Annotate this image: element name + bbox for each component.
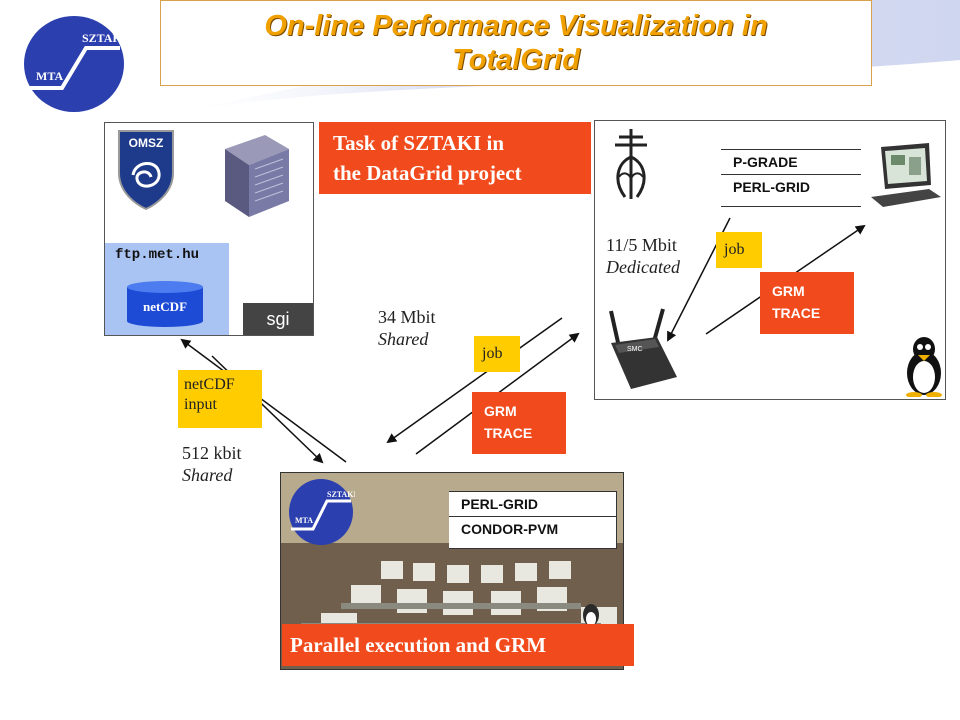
client-software-item: PERL-GRID — [721, 174, 861, 199]
tag-line: GRM — [484, 403, 517, 419]
ftp-area: ftp.met.hu netCDF — [105, 243, 229, 335]
netcdf-input-tag: netCDF input — [178, 370, 262, 428]
link-speed: 34 Mbit — [378, 307, 436, 327]
tag-line: TRACE — [484, 425, 533, 441]
cluster-software-box: PERL-GRID CONDOR-PVM — [449, 491, 617, 549]
title-line-1: On-line Performance Visualization in — [264, 10, 768, 42]
linux-tux-icon — [906, 337, 942, 397]
task-box: Task of SZTAKI in the DataGrid project — [319, 122, 591, 194]
laptop-icon — [871, 143, 941, 207]
cluster-software-item: CONDOR-PVM — [449, 516, 616, 541]
client-software-box: P-GRADE PERL-GRID — [721, 149, 861, 207]
title-box: On-line Performance Visualization in Tot… — [160, 0, 872, 86]
link-label-11mbit: 11/5 Mbit Dedicated — [606, 234, 680, 278]
svg-text:SMC: SMC — [627, 346, 643, 353]
university-crest-icon — [615, 129, 647, 199]
tag-line: GRM — [772, 283, 805, 299]
svg-text:OMSZ: OMSZ — [129, 136, 164, 150]
ftp-label: ftp.met.hu — [115, 247, 200, 263]
svg-text:SZTAKI: SZTAKI — [82, 31, 126, 45]
link-speed: 512 kbit — [182, 443, 242, 463]
svg-text:MTA: MTA — [295, 516, 313, 525]
tag-line: netCDF — [184, 376, 235, 393]
mta-sztaki-logo-small: MTA SZTAKI — [289, 479, 355, 545]
mta-sztaki-logo: MTA SZTAKI — [24, 16, 126, 112]
job-tag-left: job — [474, 336, 520, 372]
cluster-caption: Parallel execution and GRM — [282, 624, 634, 666]
link-label-34mbit: 34 Mbit Shared — [378, 306, 436, 350]
wireless-router-icon: SMC — [609, 308, 677, 389]
job-tag-right: job — [716, 232, 762, 268]
grm-trace-tag-right: GRM TRACE — [760, 272, 854, 334]
link-type: Dedicated — [606, 257, 680, 277]
omsz-shield-logo: OMSZ — [118, 130, 174, 211]
task-line-1: Task of SZTAKI in — [333, 131, 504, 155]
omsz-panel: OMSZ ftp.met.hu netCDF sgi — [104, 122, 314, 336]
task-line-2: the DataGrid project — [333, 161, 522, 185]
server-icon — [225, 135, 289, 217]
link-speed: 11/5 Mbit — [606, 235, 677, 255]
database-icon: netCDF — [127, 281, 203, 327]
client-software-item: P-GRADE — [733, 154, 798, 170]
tag-line: input — [184, 396, 217, 413]
sgi-logo: sgi — [243, 303, 313, 335]
svg-text:MTA: MTA — [36, 69, 63, 83]
title-line-2: TotalGrid — [452, 44, 580, 76]
grm-trace-tag-left: GRM TRACE — [472, 392, 566, 454]
svg-text:SZTAKI: SZTAKI — [327, 490, 355, 499]
tag-line: TRACE — [772, 305, 821, 321]
cluster-software-item: PERL-GRID — [461, 496, 538, 512]
link-type: Shared — [378, 329, 429, 349]
link-type: Shared — [182, 465, 233, 485]
svg-text:netCDF: netCDF — [143, 299, 187, 314]
link-label-512kbit: 512 kbit Shared — [182, 442, 242, 486]
